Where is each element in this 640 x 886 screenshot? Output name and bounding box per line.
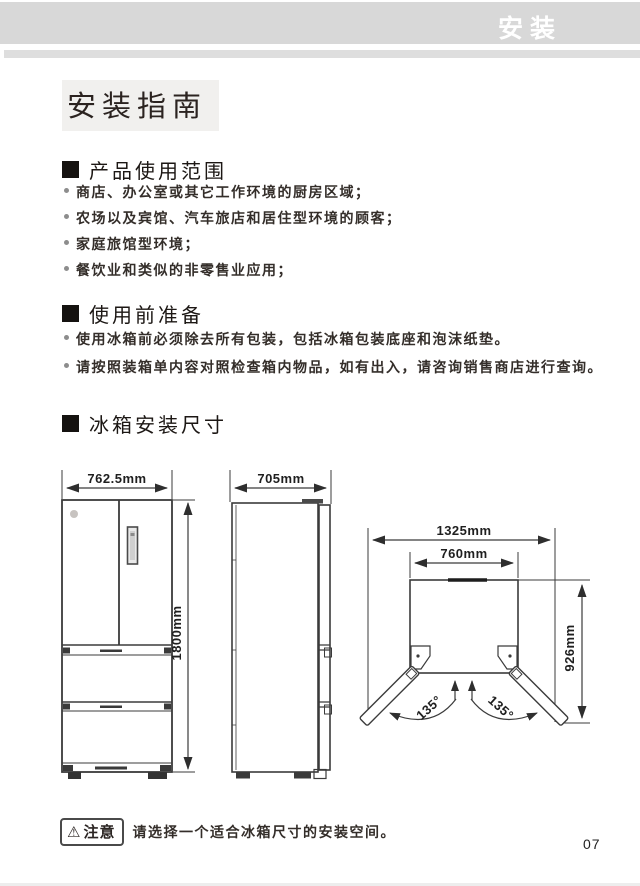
top-hinge-cover	[302, 499, 323, 504]
open-door-right	[508, 665, 569, 726]
front-foot-left	[68, 772, 81, 779]
hinge-bracket-right	[497, 645, 518, 670]
bullet-dot-icon	[64, 188, 69, 193]
dimension-label-open-depth: 926mm	[562, 624, 577, 671]
header-divider-strip	[4, 50, 640, 58]
side-view-diagram: 705mm	[229, 470, 332, 780]
bullet-dot-icon	[64, 335, 69, 340]
dimension-label-body-width: 760mm	[440, 546, 487, 561]
dimension-label-side-depth: 705mm	[257, 471, 304, 486]
swing-arc-right	[470, 698, 538, 721]
swing-arc-left	[389, 698, 457, 721]
open-door-left	[359, 665, 420, 726]
list-item: 餐饮业和类似的非零售业应用；	[64, 260, 402, 286]
caution-text: 请选择一个适合冰箱尺寸的安装空间。	[132, 824, 396, 840]
chapter-header-bar: 安装	[0, 2, 640, 44]
front-foot-right	[148, 772, 167, 779]
bullet-dot-icon	[64, 266, 69, 271]
list-item: 请按照装箱单内容对照检查箱内物品，如有出入，请咨询销售商店进行查询。	[64, 357, 603, 385]
bullet-dot-icon	[64, 363, 69, 368]
list-item: 使用冰箱前必须除去所有包装，包括冰箱包装底座和泡沫纸垫。	[64, 329, 603, 357]
front-view-diagram: 762.5mm 1800	[61, 470, 195, 779]
side-foot-front	[236, 771, 250, 779]
top-view-diagram: 1325mm 760mm 926mm	[359, 523, 590, 726]
product-scope-list: 商店、办公室或其它工作环境的厨房区域； 农场以及宾馆、汽车旅店和居住型环境的顾客…	[64, 182, 402, 286]
page-title: 安装指南	[62, 80, 220, 131]
page-bottom-strip	[0, 883, 640, 886]
caution-badge-label: 注意	[83, 824, 116, 841]
caution-note: ⚠ 注意 请选择一个适合冰箱尺寸的安装空间。	[60, 818, 396, 846]
chapter-title: 安装	[497, 15, 562, 43]
section-heading-product-scope: 产品使用范围	[62, 155, 227, 184]
caution-badge: ⚠ 注意	[60, 818, 125, 846]
list-item: 农场以及宾馆、汽车旅店和居住型环境的顾客；	[64, 208, 402, 234]
heading-square-icon	[62, 161, 79, 178]
side-foot-rear	[294, 771, 311, 779]
brand-logo-dot	[70, 510, 78, 518]
preparation-list: 使用冰箱前必须除去所有包装，包括冰箱包装底座和泡沫纸垫。 请按照装箱单内容对照检…	[64, 329, 603, 385]
bullet-dot-icon	[64, 214, 69, 219]
section-heading-preparation: 使用前准备	[62, 299, 204, 328]
section-heading-install-dimensions: 冰箱安装尺寸	[62, 409, 227, 438]
heading-square-icon	[62, 305, 79, 322]
page-number: 07	[583, 836, 601, 852]
dimension-label-front-width: 762.5mm	[87, 471, 146, 486]
hinge-bracket-left	[410, 645, 431, 670]
installation-dimensions-diagram: 762.5mm 1800	[61, 470, 590, 780]
list-item: 商店、办公室或其它工作环境的厨房区域；	[64, 182, 402, 208]
warning-triangle-icon: ⚠	[67, 823, 81, 841]
list-item: 家庭旅馆型环境；	[64, 234, 402, 260]
bullet-dot-icon	[64, 240, 69, 245]
heading-square-icon	[62, 415, 79, 432]
dimension-label-front-height: 1800mm	[169, 605, 184, 660]
dimension-label-open-width: 1325mm	[436, 523, 491, 538]
side-wheel	[313, 768, 327, 780]
